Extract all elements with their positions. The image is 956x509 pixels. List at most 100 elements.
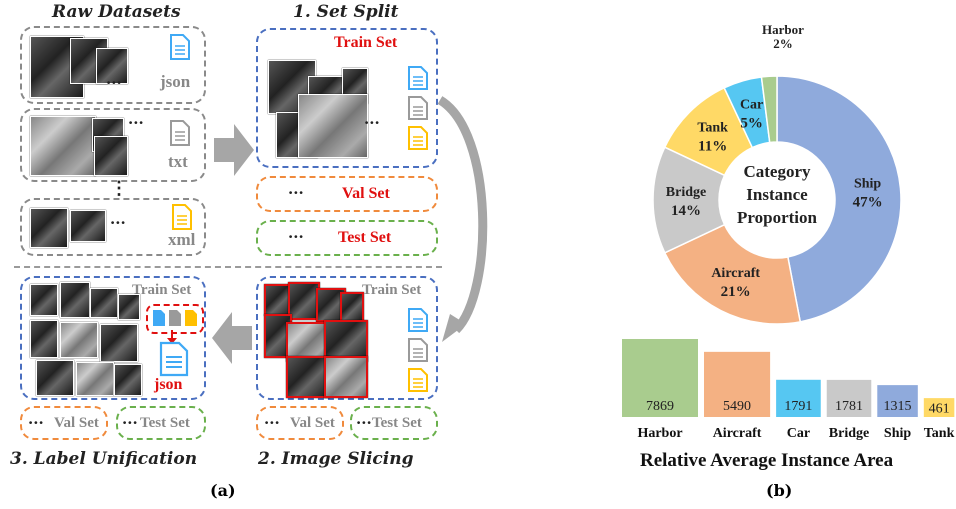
bar-category-car: Car	[787, 426, 810, 441]
bar-value-harbor: 7869	[646, 399, 674, 414]
json-label: json	[160, 72, 191, 91]
donut-label-car-name: Car	[740, 98, 763, 113]
sar-image	[36, 360, 74, 396]
donut-label-car-percent: 5%	[740, 116, 763, 132]
sar-image	[100, 324, 138, 362]
val-set-label: Val Set	[342, 185, 390, 202]
sar-image	[30, 208, 68, 248]
bar-chart-title: Relative Average Instance Area	[640, 450, 894, 471]
bar-category-harbor: Harbor	[637, 426, 682, 441]
right-arrow-icon	[214, 124, 254, 176]
ellipsis: ···	[288, 184, 304, 202]
donut-label-tank-percent: 11%	[698, 139, 727, 155]
set-split-val-box: ··· Val Set	[256, 176, 438, 212]
category-proportion-donut-chart: Category Instance Proportion Ship47%Airc…	[652, 22, 902, 325]
sar-image	[90, 288, 118, 318]
donut-label-bridge-percent: 14%	[671, 203, 701, 219]
txt-label: txt	[168, 152, 188, 171]
train-set-label: Train Set	[362, 282, 422, 298]
gray-file-icon	[170, 120, 190, 146]
donut-center-line-2: Instance	[746, 185, 808, 204]
bar-category-tank: Tank	[924, 426, 955, 441]
left-arrow-icon	[212, 312, 252, 364]
raw-dataset-txt-box: ··· txt	[20, 108, 206, 182]
sar-image	[118, 294, 140, 320]
sar-image	[70, 210, 106, 242]
bar-tank	[923, 398, 955, 417]
down-arrow-icon	[167, 330, 177, 344]
curved-arrow-icon	[437, 96, 488, 342]
sliced-image	[324, 356, 368, 398]
donut-label-aircraft-percent: 21%	[721, 284, 751, 300]
ellipsis: ···	[122, 414, 138, 432]
val-set-label: Val Set	[54, 415, 99, 431]
gray-file-icon	[408, 96, 428, 120]
set-split-train-box: Train Set ···	[256, 28, 438, 168]
train-set-label: Train Set	[132, 282, 192, 298]
label-unification-test-box: ··· Test Set	[116, 406, 206, 440]
json-label: json	[154, 376, 183, 393]
ellipsis: ···	[364, 114, 380, 132]
bar-value-bridge: 1781	[835, 399, 863, 414]
donut-label-bridge-name: Bridge	[666, 185, 706, 200]
sar-image	[114, 364, 142, 396]
set-split-title: 1. Set Split	[293, 2, 399, 22]
donut-slice-aircraft	[663, 223, 802, 325]
image-slicing-title: 2. Image Slicing	[258, 449, 414, 469]
yellow-file-icon	[408, 126, 428, 150]
yellow-file-icon	[172, 204, 192, 230]
sar-image	[30, 320, 58, 358]
donut-slice-harbor	[760, 75, 778, 144]
bar-ship	[877, 385, 918, 417]
ellipsis: ···	[128, 114, 144, 132]
donut-label-harbor-name: Harbor	[762, 22, 804, 37]
donut-slice-ship	[776, 75, 902, 323]
donut-label-ship-name: Ship	[854, 176, 881, 191]
vertical-ellipsis: ⋮	[110, 178, 128, 199]
image-slicing-test-box: ··· Test Set	[350, 406, 438, 440]
sar-image	[60, 282, 90, 318]
bar-category-ship: Ship	[884, 426, 911, 441]
train-set-label: Train Set	[334, 34, 398, 51]
image-slicing-val-box: ··· Val Set	[256, 406, 344, 440]
bar-category-aircraft: Aircraft	[713, 426, 762, 441]
sliced-image	[340, 292, 364, 322]
ellipsis: ···	[288, 228, 304, 246]
image-slicing-train-box: Train Set	[256, 276, 438, 400]
label-unification-val-box: ··· Val Set	[20, 406, 108, 440]
sar-image	[96, 48, 128, 84]
bar-car	[776, 379, 821, 417]
label-unification-train-box: Train Set json	[20, 276, 206, 400]
sar-image	[60, 322, 98, 358]
sar-image	[30, 116, 96, 176]
caption-b: (b)	[766, 481, 793, 500]
ellipsis: ···	[264, 414, 280, 432]
blue-file-icon	[170, 34, 190, 60]
bar-bridge	[826, 379, 872, 417]
bar-harbor	[622, 339, 698, 417]
set-split-test-box: ··· Test Set	[256, 220, 438, 256]
test-set-label: Test Set	[140, 415, 190, 431]
ellipsis: ···	[28, 414, 44, 432]
caption-a: (a)	[210, 481, 236, 500]
donut-label-aircraft-name: Aircraft	[711, 266, 760, 281]
bar-aircraft	[704, 351, 771, 417]
yellow-file-icon	[185, 310, 197, 326]
blue-file-icon	[408, 66, 428, 90]
label-merge-box	[146, 304, 204, 334]
divider	[14, 266, 442, 268]
ellipsis: ···	[106, 74, 122, 92]
xml-label: xml	[168, 230, 196, 249]
bar-value-aircraft: 5490	[723, 399, 751, 414]
donut-label-harbor-percent: 2%	[773, 36, 793, 51]
donut-label-ship-percent: 47%	[853, 194, 883, 210]
sliced-image	[286, 356, 330, 398]
donut-center-line-1: Category	[743, 162, 811, 181]
bar-value-car: 1791	[784, 399, 812, 414]
raw-dataset-xml-box: ··· xml	[20, 198, 206, 256]
donut-label-tank-name: Tank	[697, 121, 728, 136]
raw-dataset-json-box: ··· json	[20, 26, 206, 104]
val-set-label: Val Set	[290, 415, 335, 431]
blue-file-icon	[159, 341, 189, 377]
bar-value-ship: 1315	[884, 399, 912, 414]
